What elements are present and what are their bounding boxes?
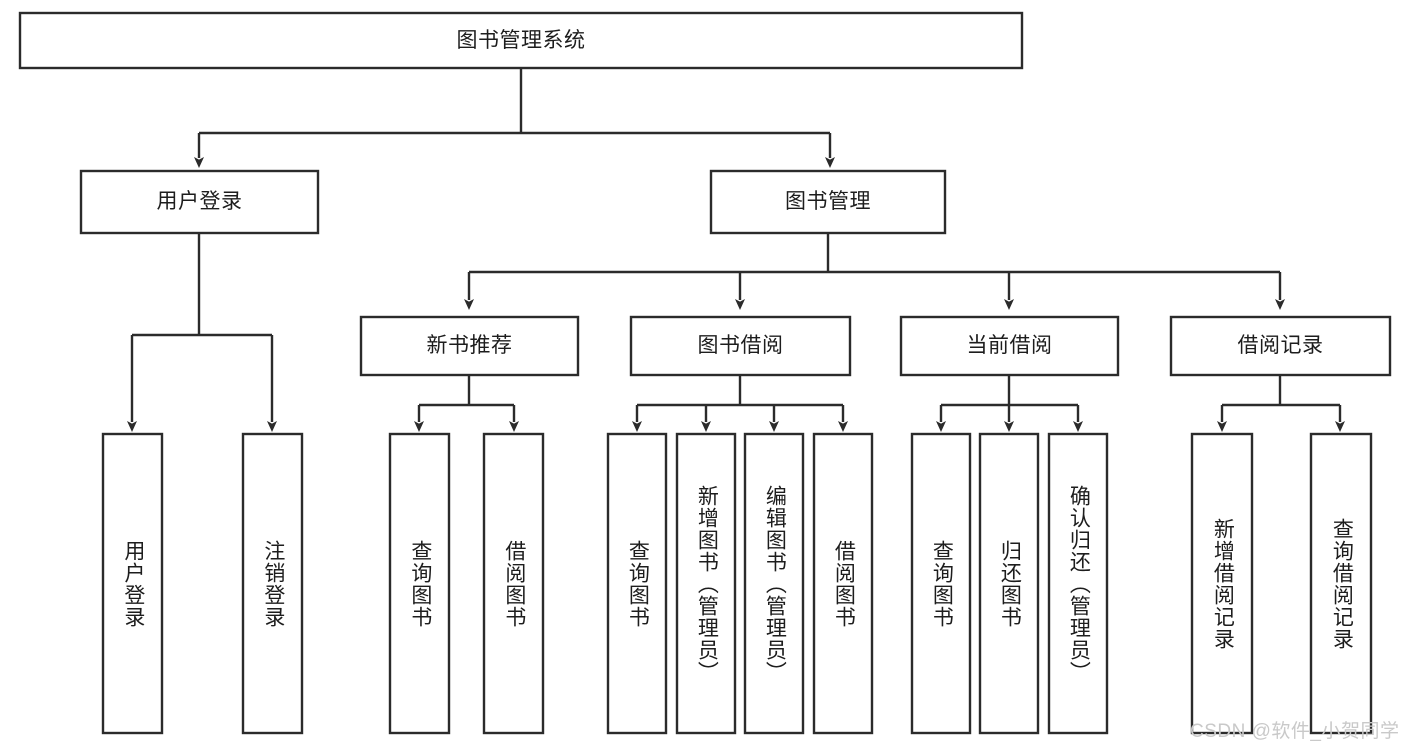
connector-borrowrecord-to-leaves <box>1217 375 1345 432</box>
connector-bookborrow-to-leaves <box>632 375 848 432</box>
node-leaf-borrow-book[interactable] <box>812 432 874 735</box>
connector-currentborrow-to-leaves <box>936 375 1083 432</box>
node-leaf-user-login[interactable] <box>101 432 164 735</box>
node-leaf-return-book[interactable] <box>978 432 1040 735</box>
connector-userlogin-to-leaves <box>127 233 277 432</box>
node-leaf-edit-book-admin[interactable] <box>743 432 805 735</box>
node-leaf-query-borrow-record[interactable] <box>1309 432 1373 735</box>
connector-newbook-to-leaves <box>414 375 519 432</box>
connector-root-to-level2 <box>194 68 835 168</box>
node-leaf-query-book-current[interactable] <box>910 432 972 735</box>
node-leaf-query-book-recommend[interactable] <box>388 432 451 735</box>
connector-bookmgmt-to-level3 <box>464 233 1285 310</box>
node-user-login[interactable] <box>79 169 320 235</box>
node-leaf-add-borrow-record[interactable] <box>1190 432 1254 735</box>
node-leaf-borrow-book-recommend[interactable] <box>482 432 545 735</box>
node-new-book-recommend[interactable] <box>359 315 580 377</box>
node-leaf-logout[interactable] <box>241 432 304 735</box>
node-leaf-query-book-borrow[interactable] <box>606 432 668 735</box>
node-leaf-confirm-return-admin[interactable] <box>1047 432 1109 735</box>
node-current-borrow[interactable] <box>899 315 1120 377</box>
node-borrow-record[interactable] <box>1169 315 1392 377</box>
node-leaf-add-book-admin[interactable] <box>675 432 737 735</box>
node-root-book-management-system[interactable] <box>18 11 1024 70</box>
node-book-borrow[interactable] <box>629 315 852 377</box>
node-book-management[interactable] <box>709 169 947 235</box>
